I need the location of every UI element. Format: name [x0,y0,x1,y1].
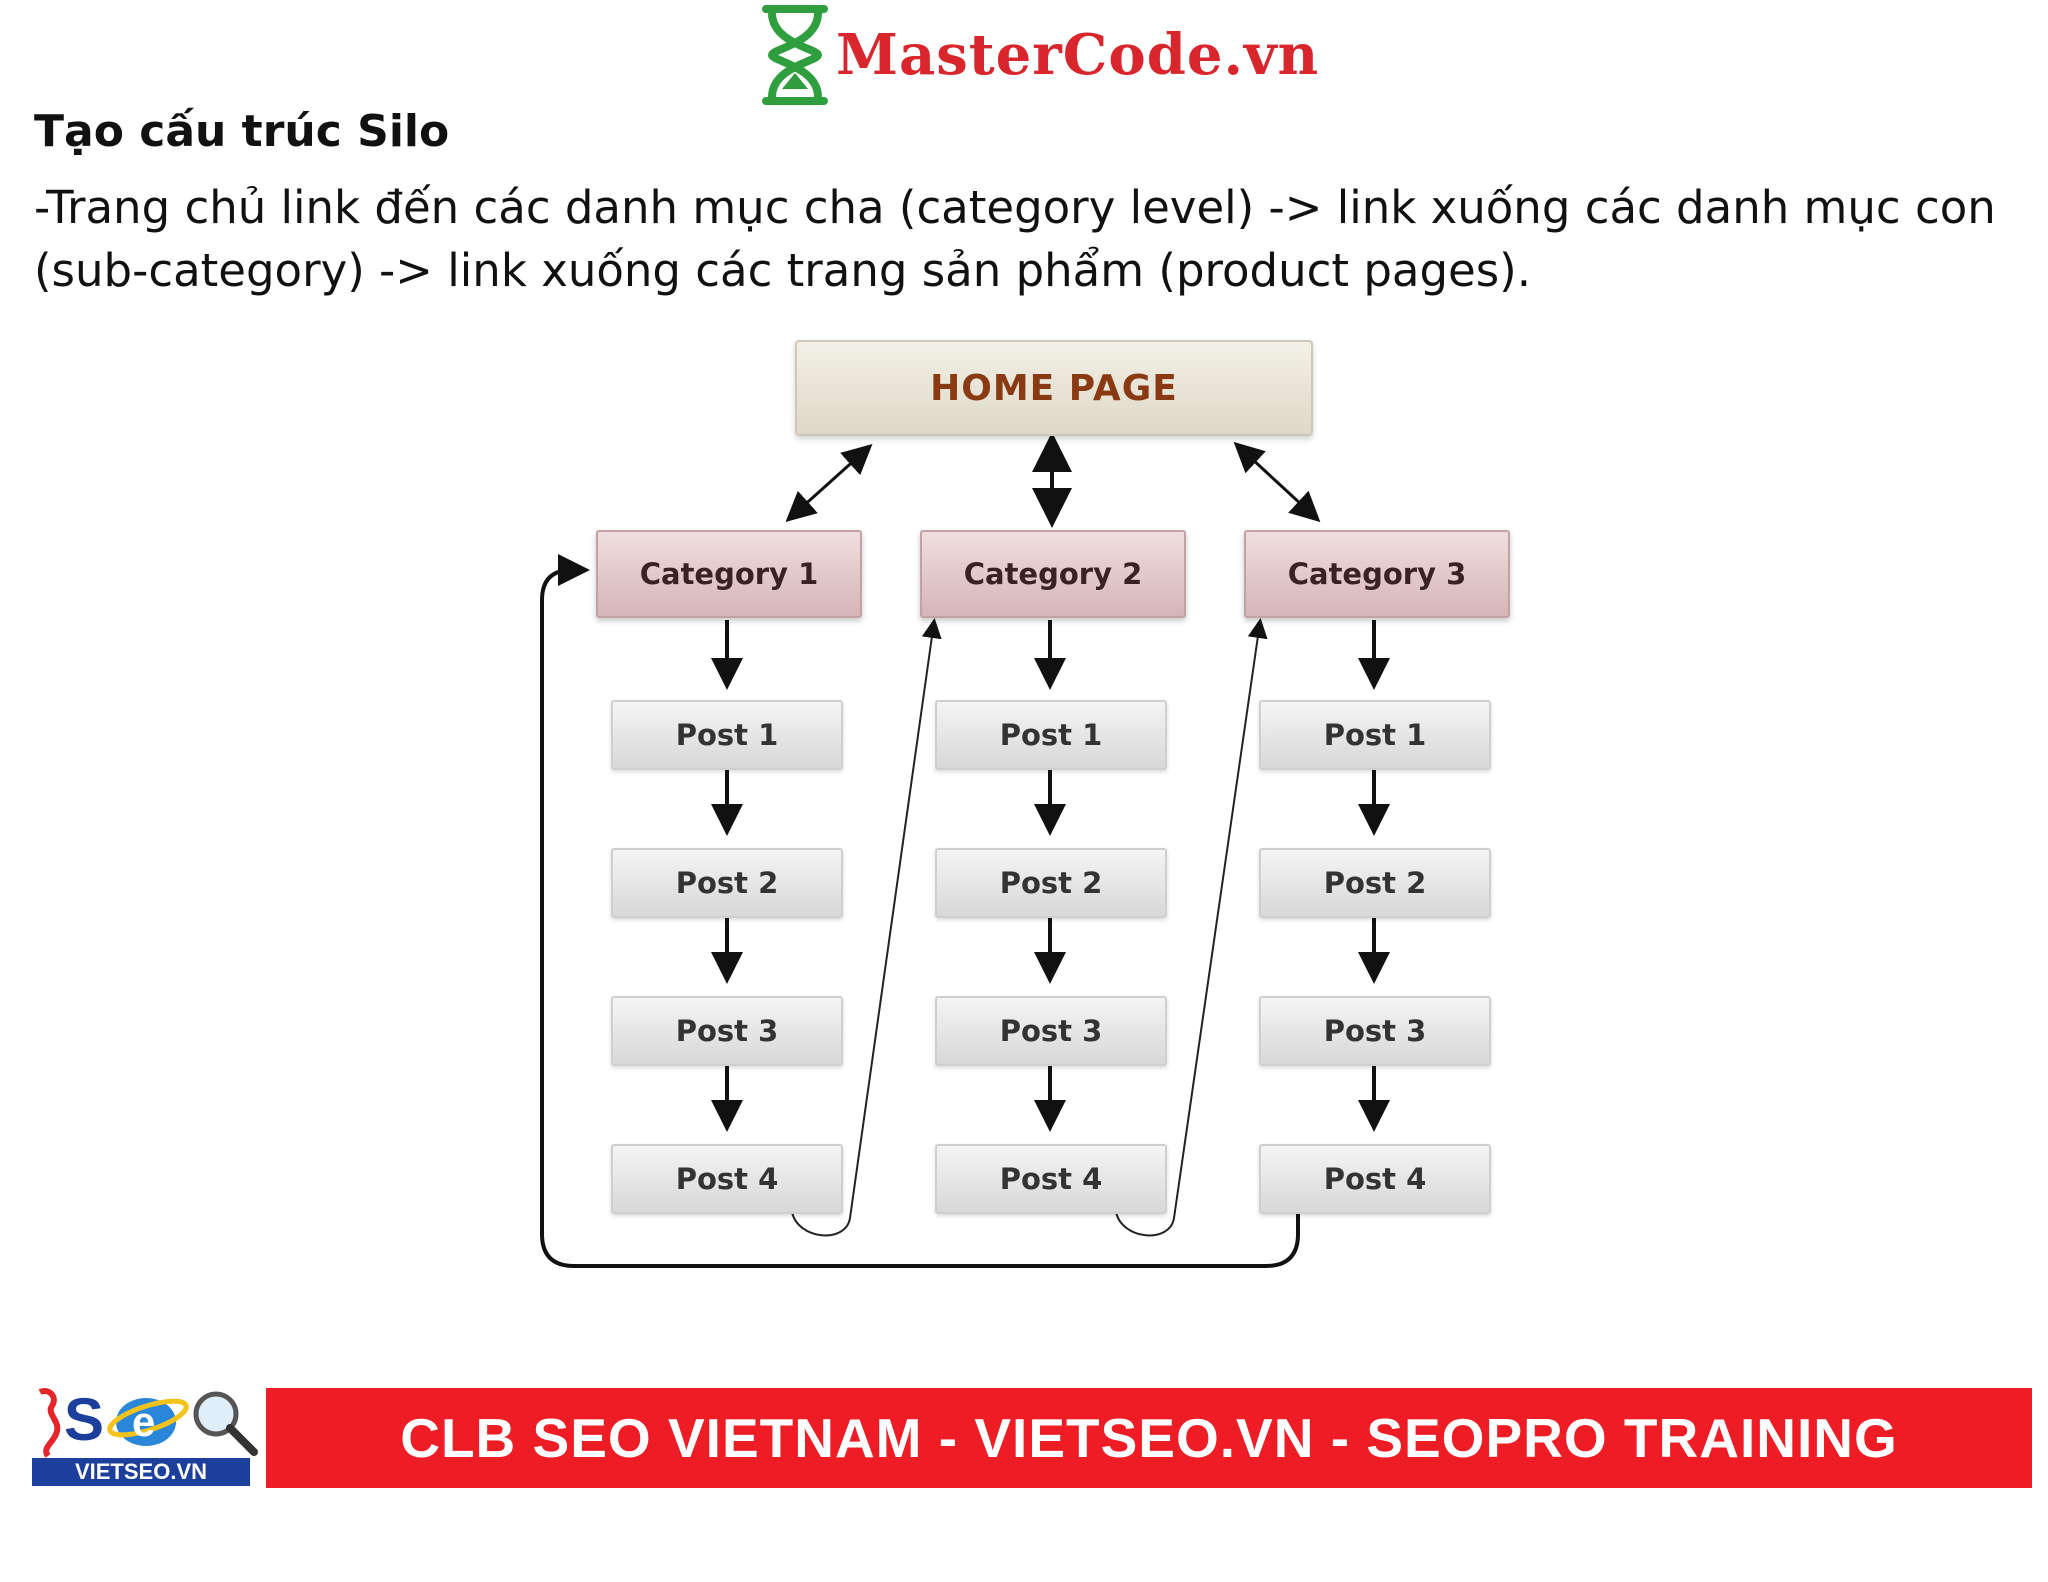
svg-text:e: e [132,1398,155,1445]
post-box: Post 1 [1259,700,1491,770]
post-box: Post 4 [1259,1144,1491,1214]
vietseo-label: VIETSEO.VN [32,1458,250,1486]
post-box: Post 2 [935,848,1167,918]
mastercode-logo: MasterCode.vn [760,0,1319,110]
vietseo-logo: S e VIETSEO.VN [18,1378,266,1488]
post-box: Post 2 [1259,848,1491,918]
post-box: Post 3 [935,996,1167,1066]
post-box: Post 2 [611,848,843,918]
svg-text:S: S [64,1386,104,1453]
post4-to-cat1-link [540,554,1300,1268]
category-3-box: Category 3 [1244,530,1510,618]
category-1-box: Category 1 [596,530,862,618]
post4-to-cat3-link [1115,618,1268,1237]
seo-logo-icon: S e [38,1386,258,1458]
post-box: Post 3 [611,996,843,1066]
page-title: Tạo cấu trúc Silo [34,106,450,157]
home-page-box: HOME PAGE [795,340,1313,436]
description-text: -Trang chủ link đến các danh mục cha (ca… [34,181,1996,297]
post-box: Post 4 [935,1144,1167,1214]
post-box: Post 1 [611,700,843,770]
category-2-box: Category 2 [920,530,1186,618]
post4-to-cat2-link [791,618,942,1237]
post-box: Post 3 [1259,996,1491,1066]
post-box: Post 4 [611,1144,843,1214]
home-cat1-arrow [785,443,873,523]
post-box: Post 1 [935,700,1167,770]
footer-banner: CLB SEO VIETNAM - VIETSEO.VN - SEOPRO TR… [266,1388,2032,1488]
brand-name: MasterCode.vn [836,22,1320,88]
hourglass-icon [762,5,828,105]
home-cat3-arrow [1233,441,1321,523]
